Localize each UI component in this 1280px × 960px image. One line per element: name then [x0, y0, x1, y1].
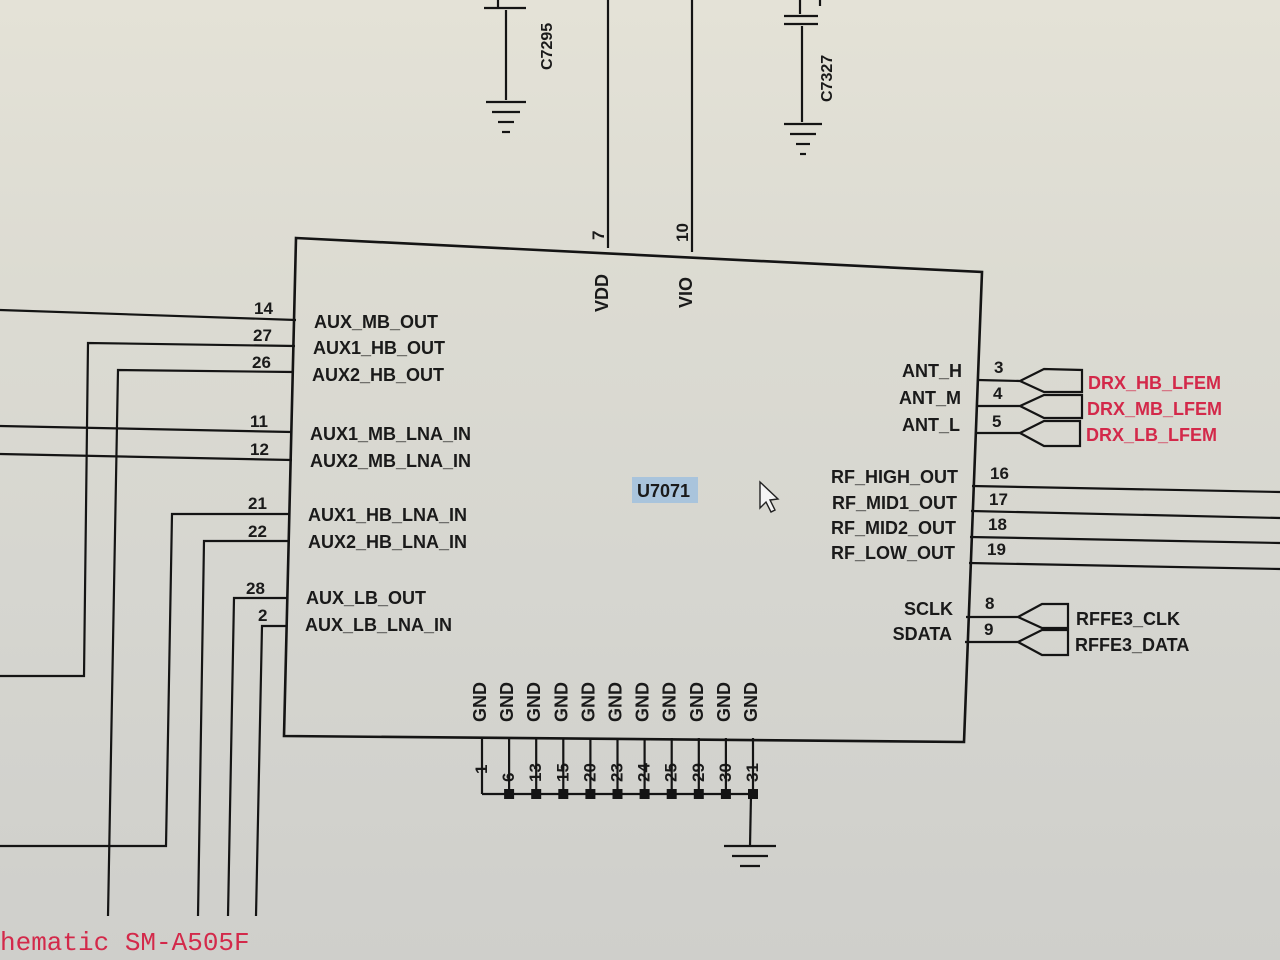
- ground-symbol: [724, 794, 776, 868]
- pin-number: 16: [990, 464, 1009, 483]
- pin-number-vdd: 7: [589, 231, 608, 240]
- pin-name: RF_HIGH_OUT: [831, 467, 958, 487]
- cap-c7295-label: C7295: [539, 23, 556, 70]
- offpage-connector-rffe3-data: [965, 628, 1070, 657]
- pin-number: 18: [988, 515, 1007, 534]
- pin-name: ANT_H: [902, 361, 962, 381]
- pin-name: AUX_LB_OUT: [306, 588, 426, 608]
- pin-name: AUX2_HB_LNA_IN: [308, 532, 467, 552]
- gnd-pin-name: GND: [578, 682, 598, 722]
- offpage-connector-drx-hb: [977, 367, 1084, 394]
- gnd-pin-name: GND: [551, 682, 571, 722]
- offpage-connector-drx-lb: [976, 419, 1082, 448]
- net-wire-aux2-hb-out: [106, 368, 295, 917]
- net-label-drx-lb-lfem: DRX_LB_LFEM: [1086, 425, 1217, 445]
- net-label-rffe3-clk: RFFE3_CLK: [1076, 609, 1180, 629]
- pin-name: AUX2_MB_LNA_IN: [310, 451, 471, 471]
- pin-name: AUX1_HB_LNA_IN: [308, 505, 467, 525]
- pin-name-vdd: VDD: [592, 274, 612, 312]
- right-pin-group: ANT_H 3 ANT_M 4 ANT_L 5 RF_HIGH_OUT 16 R…: [831, 358, 1009, 644]
- pin-name: SDATA: [893, 624, 952, 644]
- capacitor-c7327[interactable]: C7327: [784, 0, 836, 156]
- pin-number: 14: [254, 299, 273, 318]
- gnd-pin-name: GND: [741, 682, 761, 722]
- pin-name: ANT_M: [899, 388, 961, 408]
- pin-number: 27: [253, 326, 272, 345]
- gnd-pin-name: GND: [524, 682, 544, 722]
- capacitor-c7295[interactable]: C7295: [484, 0, 556, 134]
- net-wire-aux1-hb-lna-in: [0, 512, 290, 848]
- pin-number: 4: [993, 384, 1003, 403]
- net-label-rffe3-data: RFFE3_DATA: [1075, 635, 1189, 655]
- gnd-pin-group: GND1GND6GND13GND15GND20GND23GND24GND25GN…: [470, 682, 762, 799]
- net-wire-aux-lb-out: [226, 596, 288, 917]
- pin-number: 5: [992, 412, 1001, 431]
- cap-c7327-label: C7327: [819, 55, 836, 102]
- pin-name: AUX_LB_LNA_IN: [305, 615, 452, 635]
- net-wire-rf-mid1-out: [970, 509, 1280, 520]
- gnd-pin-name: GND: [606, 682, 626, 722]
- pin-name-vio: VIO: [676, 277, 696, 308]
- pin-name: AUX1_HB_OUT: [313, 338, 445, 358]
- gnd-pin-name: GND: [497, 682, 517, 722]
- left-pin-group: 14 AUX_MB_OUT 27 AUX1_HB_OUT 26 AUX2_HB_…: [246, 299, 471, 635]
- pin-name: AUX_MB_OUT: [314, 312, 438, 332]
- offpage-connector-drx-mb: [977, 393, 1084, 420]
- offpage-connector-rffe3-clk: [966, 602, 1070, 630]
- gnd-pin-name: GND: [633, 682, 653, 722]
- net-wire-aux2-mb-lna-in: [0, 452, 293, 462]
- pin-number: 17: [989, 490, 1008, 509]
- ground-lead: [748, 794, 753, 847]
- pin-number: 9: [984, 620, 993, 639]
- refdes-label: U7071: [637, 481, 690, 501]
- net-wire-rf-mid2-out: [969, 535, 1280, 545]
- pin-number: 11: [250, 412, 268, 431]
- refdes-u7071[interactable]: U7071: [632, 477, 698, 503]
- pin-name: SCLK: [904, 599, 953, 619]
- net-wire-aux1-mb-lna-in: [0, 424, 293, 434]
- net-label-drx-mb-lfem: DRX_MB_LFEM: [1087, 399, 1222, 419]
- gnd-pin-name: GND: [687, 682, 707, 722]
- pin-number: 19: [987, 540, 1006, 559]
- net-wire-aux-lb-lna-in: [254, 624, 287, 917]
- pin-number: 8: [985, 594, 994, 613]
- gnd-pin-name: GND: [660, 682, 680, 722]
- pin-number-vio: 10: [673, 223, 692, 242]
- mouse-cursor-icon: [759, 480, 780, 513]
- ic-body-u7071[interactable]: [282, 236, 984, 744]
- refdes-highlight: [632, 477, 698, 503]
- gnd-pin-name: GND: [714, 682, 734, 722]
- pin-name: RF_MID1_OUT: [832, 493, 957, 513]
- pin-number: 22: [248, 522, 267, 541]
- pin-name: ANT_L: [902, 415, 960, 435]
- pin-name: RF_LOW_OUT: [831, 543, 955, 563]
- schematic-title-footer: hematic SM-A505F: [0, 928, 250, 958]
- gnd-pin-name: GND: [470, 682, 490, 722]
- pin-number: 21: [248, 494, 267, 513]
- net-wire-rf-high-out: [971, 484, 1280, 494]
- net-wire-aux2-hb-lna-in: [196, 539, 289, 917]
- net-wire-rf-low-out: [968, 561, 1280, 571]
- pin-name: RF_MID2_OUT: [831, 518, 956, 538]
- pin-name: AUX1_MB_LNA_IN: [310, 424, 471, 444]
- pin-name: AUX2_HB_OUT: [312, 365, 444, 385]
- pin-number: 2: [258, 606, 267, 625]
- pin-number: 26: [252, 353, 271, 372]
- pin-number: 3: [994, 358, 1003, 377]
- net-label-drx-hb-lfem: DRX_HB_LFEM: [1088, 373, 1221, 393]
- pin-number: 12: [250, 440, 269, 459]
- net-wire-aux-mb-out: [0, 308, 297, 322]
- net-wire-aux1-hb-out: [0, 341, 296, 678]
- pin-number: 28: [246, 579, 265, 598]
